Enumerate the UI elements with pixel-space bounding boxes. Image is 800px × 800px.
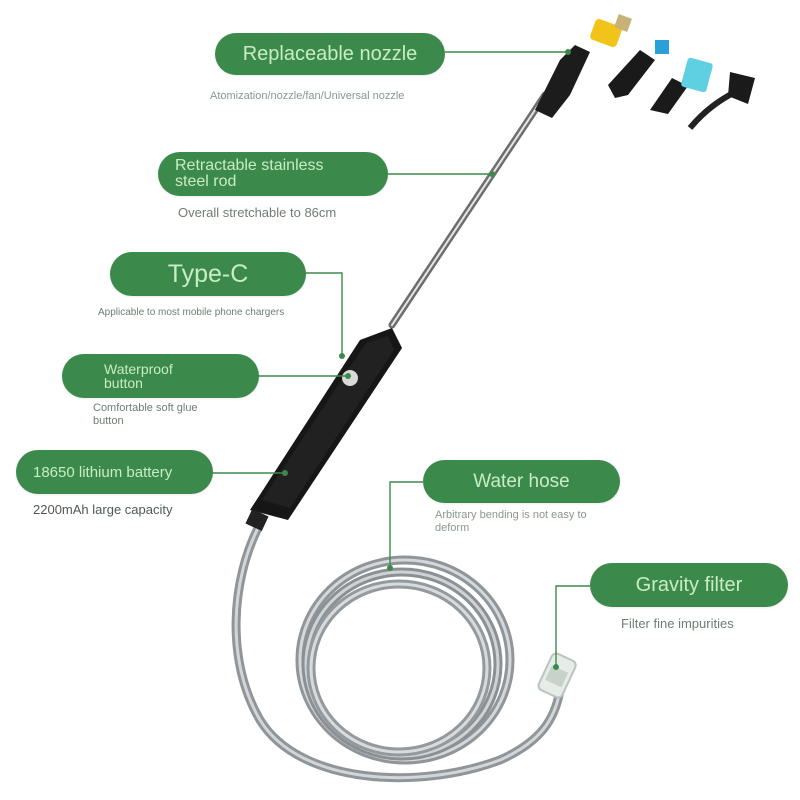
callout-filter-pill: Gravity filter bbox=[590, 563, 788, 607]
callout-hose-pill: Water hose bbox=[423, 460, 620, 503]
callout-hose-title: Water hose bbox=[473, 471, 570, 492]
callout-button-subtitle-line2: button bbox=[93, 414, 124, 427]
callout-filter-title: Gravity filter bbox=[635, 574, 743, 596]
nozzle-graphic bbox=[535, 14, 632, 118]
callout-hose-subtitle-line2: deform bbox=[435, 521, 470, 534]
callout-rod-title-line1: Retractable stainless bbox=[175, 157, 324, 174]
callout-hose-subtitle: Arbitrary bending is not easy to deform bbox=[435, 509, 587, 534]
callout-nozzle-title: Replaceable nozzle bbox=[242, 43, 418, 65]
callout-button-title-line2: button bbox=[104, 375, 143, 391]
gravity-filter-graphic bbox=[537, 652, 577, 699]
callout-rod-pill: Retractable stainless steel rod bbox=[158, 152, 388, 196]
leader-lines bbox=[212, 51, 590, 667]
callout-button-subtitle: Comfortable soft glue button bbox=[93, 402, 198, 427]
spare-nozzles-graphic bbox=[608, 40, 755, 130]
callout-rod-subtitle: Overall stretchable to 86cm bbox=[178, 205, 337, 220]
callout-button-subtitle-line1: Comfortable soft glue bbox=[93, 402, 198, 414]
callout-filter-subtitle: Filter fine impurities bbox=[621, 616, 734, 631]
handle-graphic bbox=[245, 328, 402, 532]
steel-rod-graphic bbox=[388, 91, 549, 329]
callout-button-title-line1: Waterproof bbox=[104, 361, 173, 377]
callout-hose-subtitle-line1: Arbitrary bending is not easy to bbox=[435, 509, 587, 521]
callout-nozzle-subtitle: Atomization/nozzle/fan/Universal nozzle bbox=[210, 90, 405, 102]
callout-battery-pill: 18650 lithium battery bbox=[16, 450, 213, 494]
leader-dots bbox=[282, 49, 571, 670]
callout-rod-title-line2: steel rod bbox=[175, 173, 237, 190]
callout-typec-pill: Type-C bbox=[110, 252, 306, 296]
callout-typec-subtitle: Applicable to most mobile phone chargers bbox=[98, 307, 285, 318]
callout-battery-subtitle: 2200mAh large capacity bbox=[33, 502, 173, 517]
callout-battery-title: 18650 lithium battery bbox=[33, 463, 173, 481]
water-hose-graphic bbox=[231, 523, 565, 783]
callout-typec-title: Type-C bbox=[167, 259, 249, 288]
callout-button-pill: Waterproof button bbox=[62, 354, 259, 398]
callout-nozzle-pill: Replaceable nozzle bbox=[215, 33, 445, 75]
